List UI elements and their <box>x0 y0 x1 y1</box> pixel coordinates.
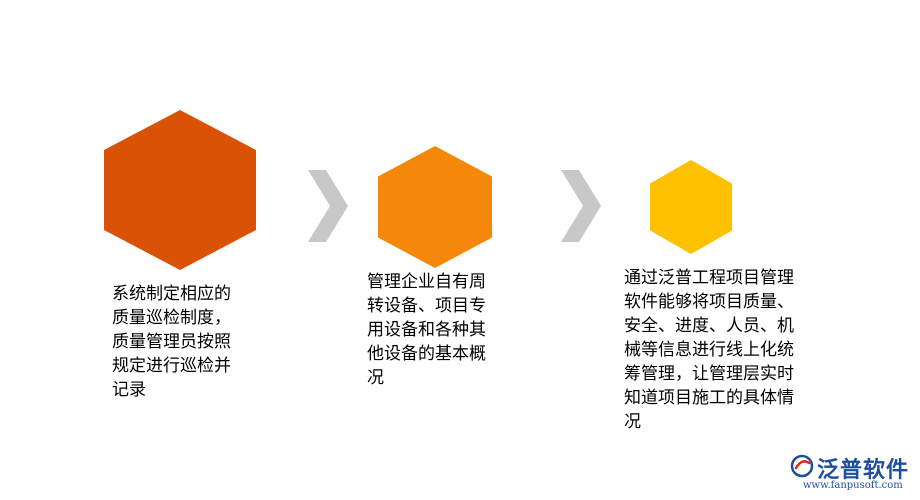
hexagon-step-3-shape <box>650 160 732 254</box>
hexagon-step-3 <box>650 160 732 254</box>
arrow-2-icon <box>561 170 601 246</box>
step-1-description: 系统制定相应的 质量巡检制度， 质量管理员按照 规定进行巡检并 记录 <box>112 284 231 400</box>
step-2-description: 管理企业自有周 转设备、项目专 用设备和各种其 他设备的基本概 况 <box>367 272 486 388</box>
logo-name: 泛普软件 <box>817 458 910 483</box>
hexagon-step-1 <box>104 110 256 270</box>
hexagon-step-2-shape <box>378 146 492 268</box>
logo-mark-icon <box>790 454 814 478</box>
arrow-1-icon <box>308 170 348 246</box>
hexagon-step-2 <box>378 146 492 268</box>
step-3-description: 通过泛普工程项目管理 软件能够将项目质量、 安全、进度、人员、机 械等信息进行线… <box>624 268 794 432</box>
logo-url: www.fanpusoft.com <box>803 480 903 491</box>
company-logo: 泛普软件 www.fanpusoft.com <box>790 452 916 496</box>
hexagon-step-1-shape <box>104 110 256 270</box>
